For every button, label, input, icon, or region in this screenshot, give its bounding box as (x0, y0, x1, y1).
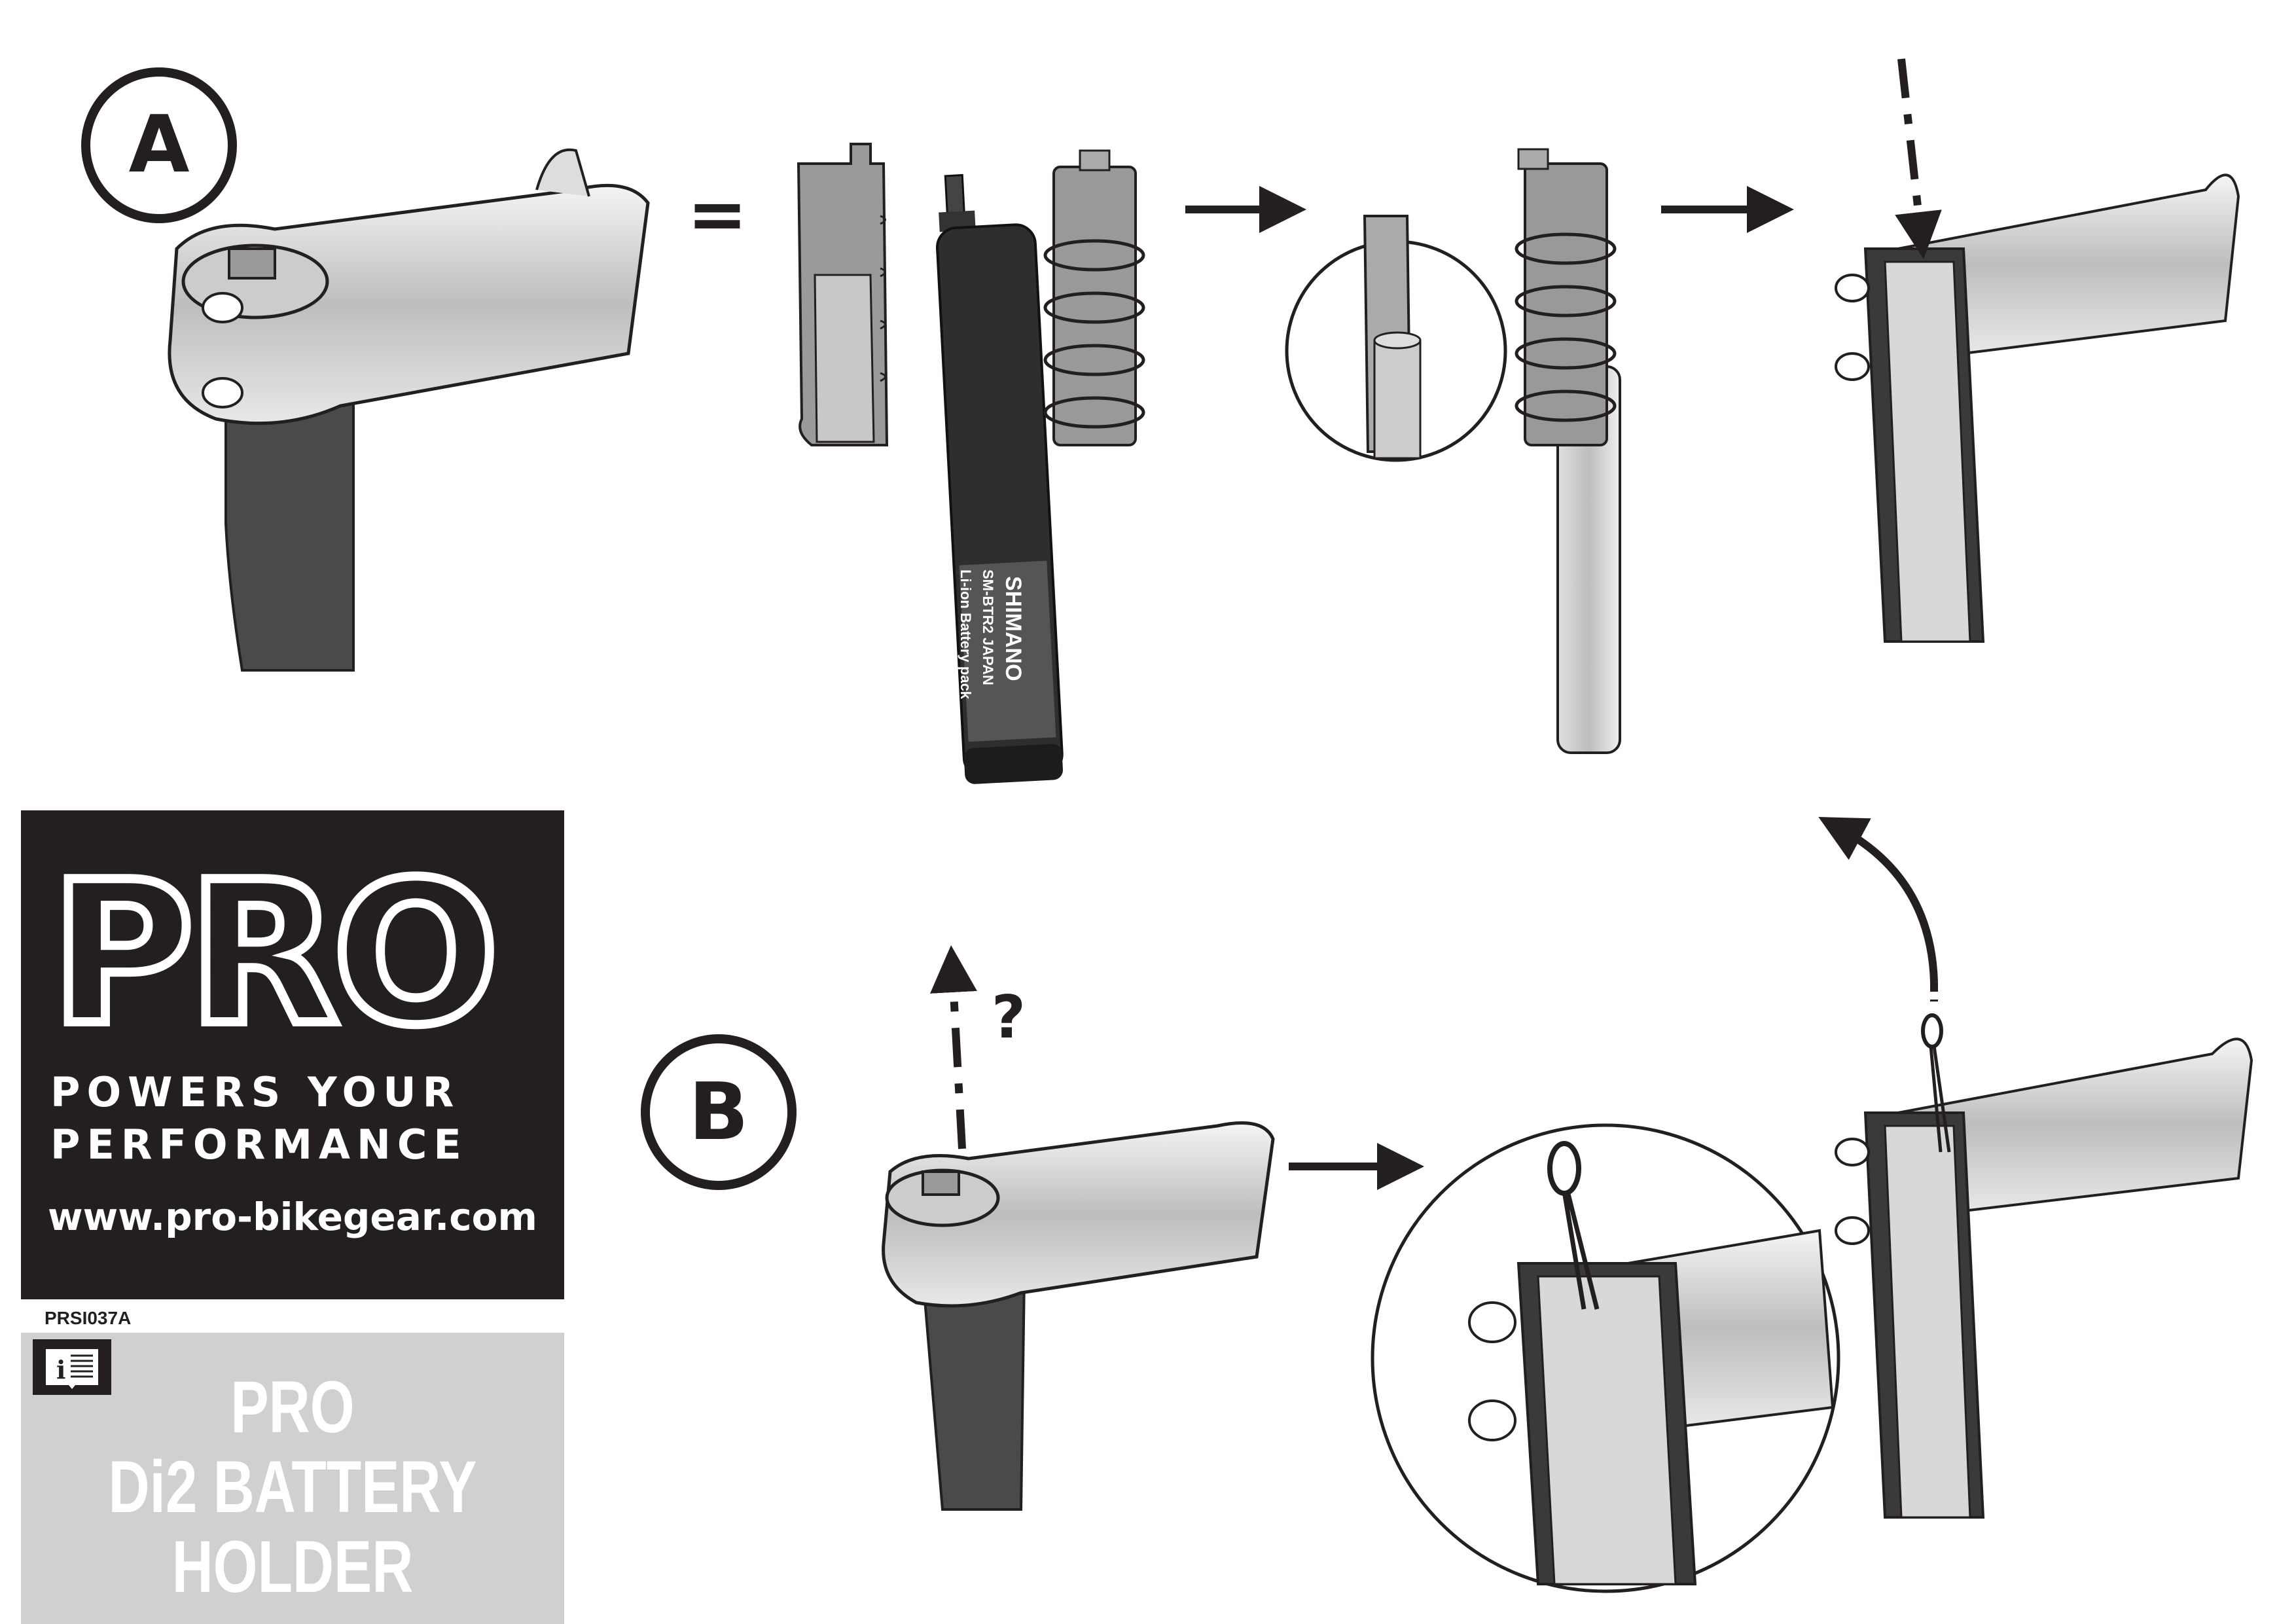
info-manual-icon: i (33, 1339, 111, 1395)
title-line1: PRO (230, 1366, 355, 1448)
equals-sign: = (687, 172, 747, 256)
title-panel: i PRO Di2 BATTERY HOLDER (21, 1333, 564, 1624)
detail-circle-insertion (1285, 215, 1507, 462)
stem-installed-section-b (1835, 1013, 2253, 1519)
spiral-holder (1043, 149, 1145, 446)
title-line3: HOLDER (171, 1526, 414, 1608)
step-b-label: B (689, 1067, 748, 1158)
stem-with-seatpost-a (168, 148, 650, 672)
detail-circle-removal (1371, 1123, 1840, 1593)
tagline-line2: PERFORMANCE (50, 1121, 468, 1168)
tagline-line1: POWERS YOUR (50, 1068, 461, 1116)
battery-type: Li-ion Battery pack (958, 569, 974, 700)
pro-logo: PRO (46, 840, 504, 1068)
arrow-down-press (1895, 58, 1942, 259)
stem-with-seatpost-b (882, 1121, 1275, 1511)
arrow-up-dashed (930, 945, 977, 1149)
shimano-battery: SHIMANO SM-BTR2 JAPAN Li-ion Battery pac… (936, 173, 1064, 784)
battery-model: SM-BTR2 JAPAN (980, 569, 996, 685)
assembled-holder (1515, 148, 1621, 754)
question-mark: ? (992, 983, 1026, 1052)
step-a-badge: A (81, 67, 237, 223)
title-line2: Di2 BATTERY (108, 1446, 477, 1528)
curved-arrow-up (1818, 816, 1938, 983)
step-a-label: A (129, 99, 190, 190)
website-url: www.pro-bikegear.com (48, 1195, 537, 1239)
stem-installed-section-a (1835, 58, 2240, 643)
battery-brand: SHIMANO (1001, 576, 1026, 681)
brand-panel: PRO POWERS YOUR PERFORMANCE www.pro-bike… (21, 810, 564, 1299)
svg-text:i: i (56, 1355, 65, 1384)
product-code: PRSI037A (45, 1308, 132, 1328)
half-shell-holder (797, 143, 889, 446)
step-b-badge: B (641, 1034, 797, 1190)
